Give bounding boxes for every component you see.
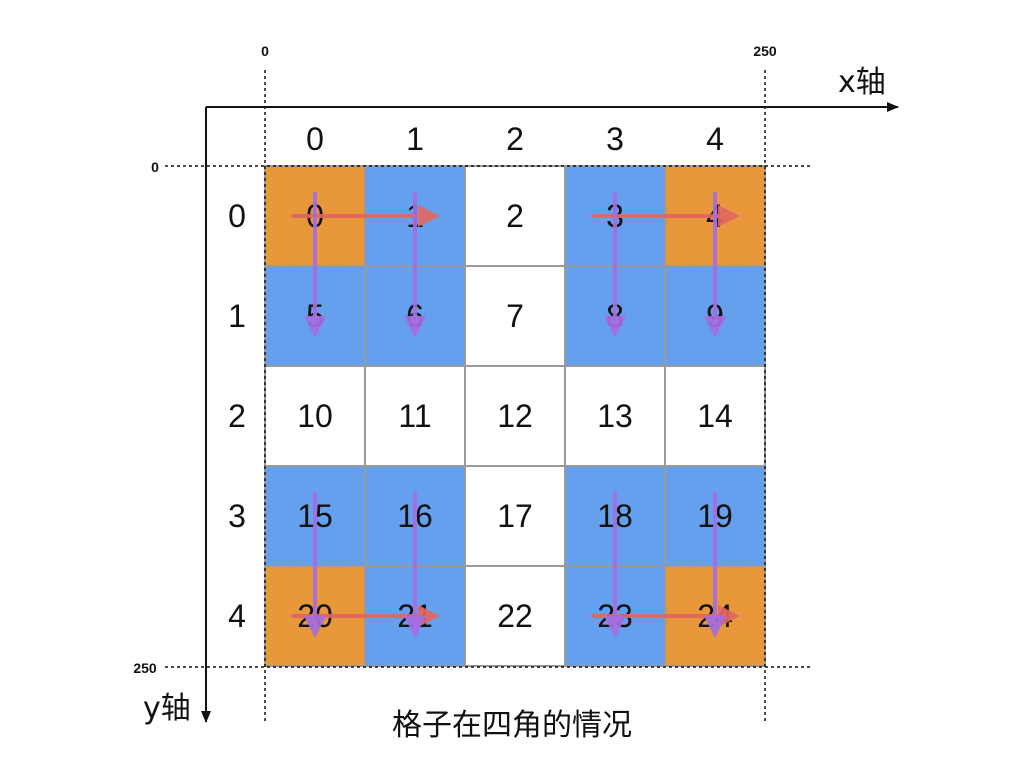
cell-label-2: 2 (506, 198, 524, 234)
column-index-2: 2 (506, 121, 524, 157)
y-axis-label: y轴 (143, 691, 191, 726)
purple-arrow-5 (404, 492, 426, 638)
cell-label-12: 12 (497, 398, 533, 434)
grid-cell-13 (564, 365, 666, 467)
coord-top-right: 250 (753, 43, 777, 59)
axes (201, 102, 899, 723)
grid-cell-14 (664, 365, 766, 467)
cell-label-7: 7 (506, 298, 524, 334)
row-index-0: 0 (228, 198, 246, 234)
direction-arrows (291, 192, 740, 638)
grid-cells: 0123456789101112131415161718192021222324 (264, 165, 766, 667)
row-index-2: 2 (228, 398, 246, 434)
grid-cell-22 (464, 565, 566, 667)
purple-arrow-1 (404, 192, 426, 338)
purple-arrow-3 (704, 192, 726, 338)
cell-label-17: 17 (497, 498, 533, 534)
purple-arrow-2 (604, 192, 626, 338)
row-index-3: 3 (228, 498, 246, 534)
coord-left-bottom: 250 (133, 660, 157, 676)
grid-cell-17 (464, 465, 566, 567)
purple-arrow-6 (604, 492, 626, 638)
cell-label-22: 22 (497, 598, 533, 634)
grid-cell-11 (364, 365, 466, 467)
purple-arrow-0 (304, 192, 326, 338)
purple-arrow-4 (304, 492, 326, 638)
row-index-4: 4 (228, 598, 246, 634)
coord-left-top: 0 (151, 159, 159, 175)
column-indices: 0 1 2 3 4 (306, 121, 724, 157)
reference-lines (165, 70, 810, 722)
cell-label-11: 11 (398, 398, 431, 434)
column-index-1: 1 (406, 121, 424, 157)
row-index-1: 1 (228, 298, 246, 334)
cell-label-13: 13 (597, 398, 633, 434)
purple-arrow-7 (704, 492, 726, 638)
cell-label-14: 14 (697, 398, 733, 434)
diagram-caption: 格子在四角的情况 (392, 708, 632, 743)
column-index-0: 0 (306, 121, 324, 157)
grid-cell-2 (464, 165, 566, 267)
x-axis-label: x轴 (838, 65, 886, 100)
cell-label-10: 10 (297, 398, 333, 434)
column-index-4: 4 (706, 121, 724, 157)
coord-top-left: 0 (261, 43, 269, 59)
column-index-3: 3 (606, 121, 624, 157)
row-indices: 0 1 2 3 4 (228, 198, 246, 634)
